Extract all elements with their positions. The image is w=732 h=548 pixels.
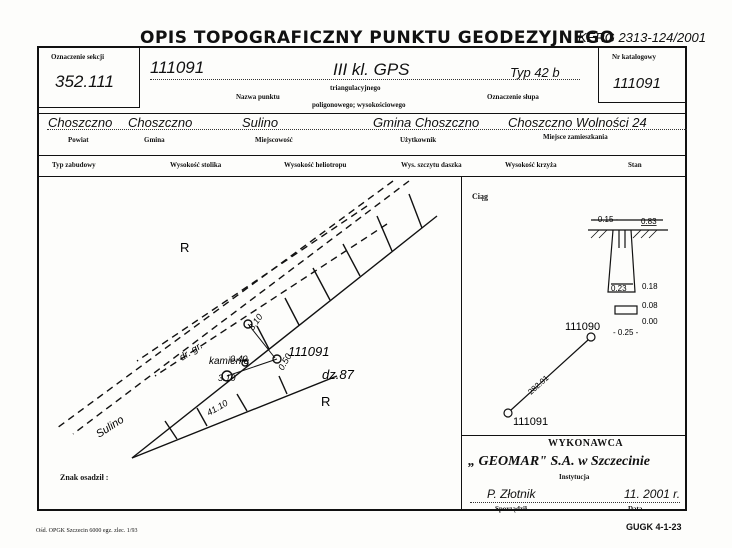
dim-top: - 0.15 - [593,215,619,224]
ciag-divider [461,176,462,511]
parcel-line-2 [131,375,338,459]
register-code: KERG 2313-124/2001 [578,30,706,45]
dist-1: 3.10 [246,312,264,332]
pillar-outline [607,229,636,293]
dz-label: dz.87 [322,367,355,382]
znak-label: Znak osadził : [60,473,109,482]
dim-008: 0.08 [642,301,658,310]
typ-zabudowy-label: Typ zabudowy [52,161,96,169]
sporzadzil-value: P. Złotnik [487,487,536,501]
poligon-label: poligonowego; wysokościowego [312,101,406,109]
r-top-label: R [180,240,189,255]
miejscowosc-label: Miejscowość [255,136,293,144]
wys-krzyza-label: Wysokość krzyża [505,161,557,169]
row3-top-line [37,155,687,156]
wykonawca-label: WYKONAWCA [548,438,624,449]
kamienie-label: kamienie [209,356,249,367]
sekcja-label: Oznaczenie sekcji [51,53,105,61]
location-sketch: R R dr. gr. 111091 dz.87 kamienie 3.10 0… [56,180,438,459]
wys-stolika-label: Wysokość stolika [170,161,222,169]
katalog-label: Nr katalogowy [612,53,657,61]
sign-dotline [470,502,680,503]
wys-heliotropu-label: Wysokość heliotropu [284,161,347,169]
wykonawca-top-line [461,435,687,436]
katalog-value: 111091 [613,75,661,92]
dim-000: 0.00 [642,317,658,326]
parcel-line-1 [131,215,438,459]
sekcja-value: 352.111 [55,72,114,91]
traverse-line [510,339,589,411]
dist-2: 0.40 [230,354,248,364]
firma-name: „ GEOMAR" S.A. w Szczecinie [468,454,651,469]
road-dash-1 [56,180,394,429]
powiat-label: Powiat [68,136,89,144]
dim-top-r: 0.83 [641,217,657,226]
instytucja-label: Instytucja [559,473,590,481]
uzytkownik-value: Gmina Choszczno [373,115,480,130]
katalog-box [598,46,687,103]
adres-value: Choszczno Wolności 24 [508,115,647,130]
distance-label: 282.91 [526,373,551,396]
uzytkownik-label: Użytkownik [400,136,437,144]
klasa-value: III kl. GPS [333,60,410,79]
gmina-value: Choszczno [128,115,193,130]
footer-form-code: GUGK 4-1-23 [626,522,682,532]
data-label: Data [628,505,643,513]
row1-dotline [150,79,580,80]
triang-label: triangulacyjnego [330,84,381,92]
gmina-label: Gmina [144,136,165,144]
form-frame [37,46,687,511]
point-111090 [586,332,596,342]
dim-018: 0.18 [642,282,658,291]
row2-dotline [47,129,687,130]
r-bottom-label: R [321,394,330,409]
point-label: 111091 [288,344,329,359]
adres-label: Miejsce zamieszkania [543,133,608,141]
sekcja-box [37,46,140,108]
punkt-number: 111091 [150,58,205,77]
miejscowosc-value: Sulino [242,115,279,130]
dim-025: - 0.25 - [613,328,639,337]
plate-rect [614,305,638,315]
footer-print-info: Ośd. OPGK Szczecin 6000 egz. zlec. 1/93 [36,528,138,534]
ciag-label: Ciąg [472,192,488,201]
dr-label: dr. gr. [178,340,205,363]
row3-bottom-line [37,176,687,177]
point-a-label: 111090 [565,321,600,333]
dim-mid: 0.23 [611,284,627,293]
dist-5: 41.10 [205,398,230,418]
road-dash-3 [154,223,388,377]
powiat-value: Choszczno [48,115,113,130]
point-111091 [503,408,513,418]
dist-3: 3.10 [218,373,236,383]
oznaczenie-slupa-label: Oznaczenie słupa [487,93,539,101]
sporzadzil-label: Sporządził [495,505,527,513]
road-dash-2 [72,180,410,435]
typ-value: Typ 42 b [510,65,560,80]
point-b-label: 111091 [513,416,548,428]
title-text: OPIS TOPOGRAFICZNY PUNKTU GEODEZYJNEGO [140,28,615,48]
stan-label: Stan [628,161,642,169]
data-value: 11. 2001 r. [624,487,681,501]
road-dash-4 [136,205,368,362]
wys-deski-label: Wys. szczytu daszka [401,161,462,169]
ciag-sketch: - 0.15 - 0.83 0.23 0.18 0.08 0.00 - 0.25… [503,215,668,428]
row2-top-line [37,113,687,114]
nazwa-label: Nazwa punktu [236,93,280,101]
sulino-road-label: Sulino [94,414,126,441]
